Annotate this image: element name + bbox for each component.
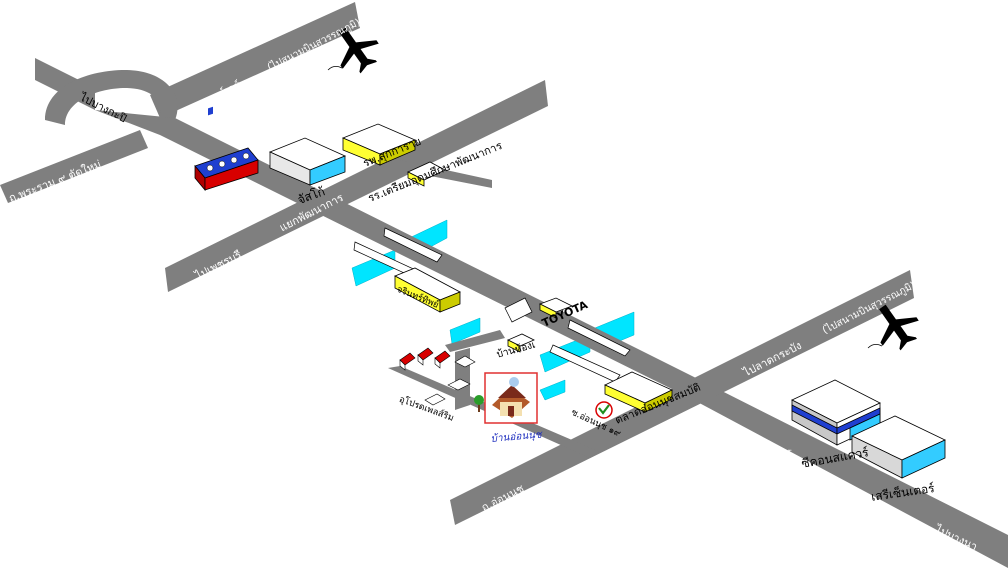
village-houses (399, 347, 476, 406)
road-rama9 (0, 130, 148, 203)
overpasses (353, 227, 631, 383)
warehouse-building (394, 267, 461, 313)
ban-building (507, 333, 535, 353)
road-motorway (150, 2, 360, 118)
hospital-building (341, 123, 417, 166)
road-interchange (45, 70, 178, 125)
tree-icon (474, 395, 484, 412)
jusco-building (268, 137, 347, 186)
airplane-top-icon (339, 27, 379, 74)
school-building (407, 161, 446, 187)
road-pattanakarn (165, 80, 548, 292)
seri-building (851, 415, 946, 479)
road-srinakarin (450, 270, 914, 525)
train-icon (194, 106, 259, 192)
toyota-building (539, 297, 573, 319)
bank-icon (595, 401, 613, 419)
house-icon (484, 372, 538, 424)
road-soi-2 (445, 330, 505, 352)
market-building (604, 371, 673, 413)
airplane-right-icon (879, 304, 919, 351)
